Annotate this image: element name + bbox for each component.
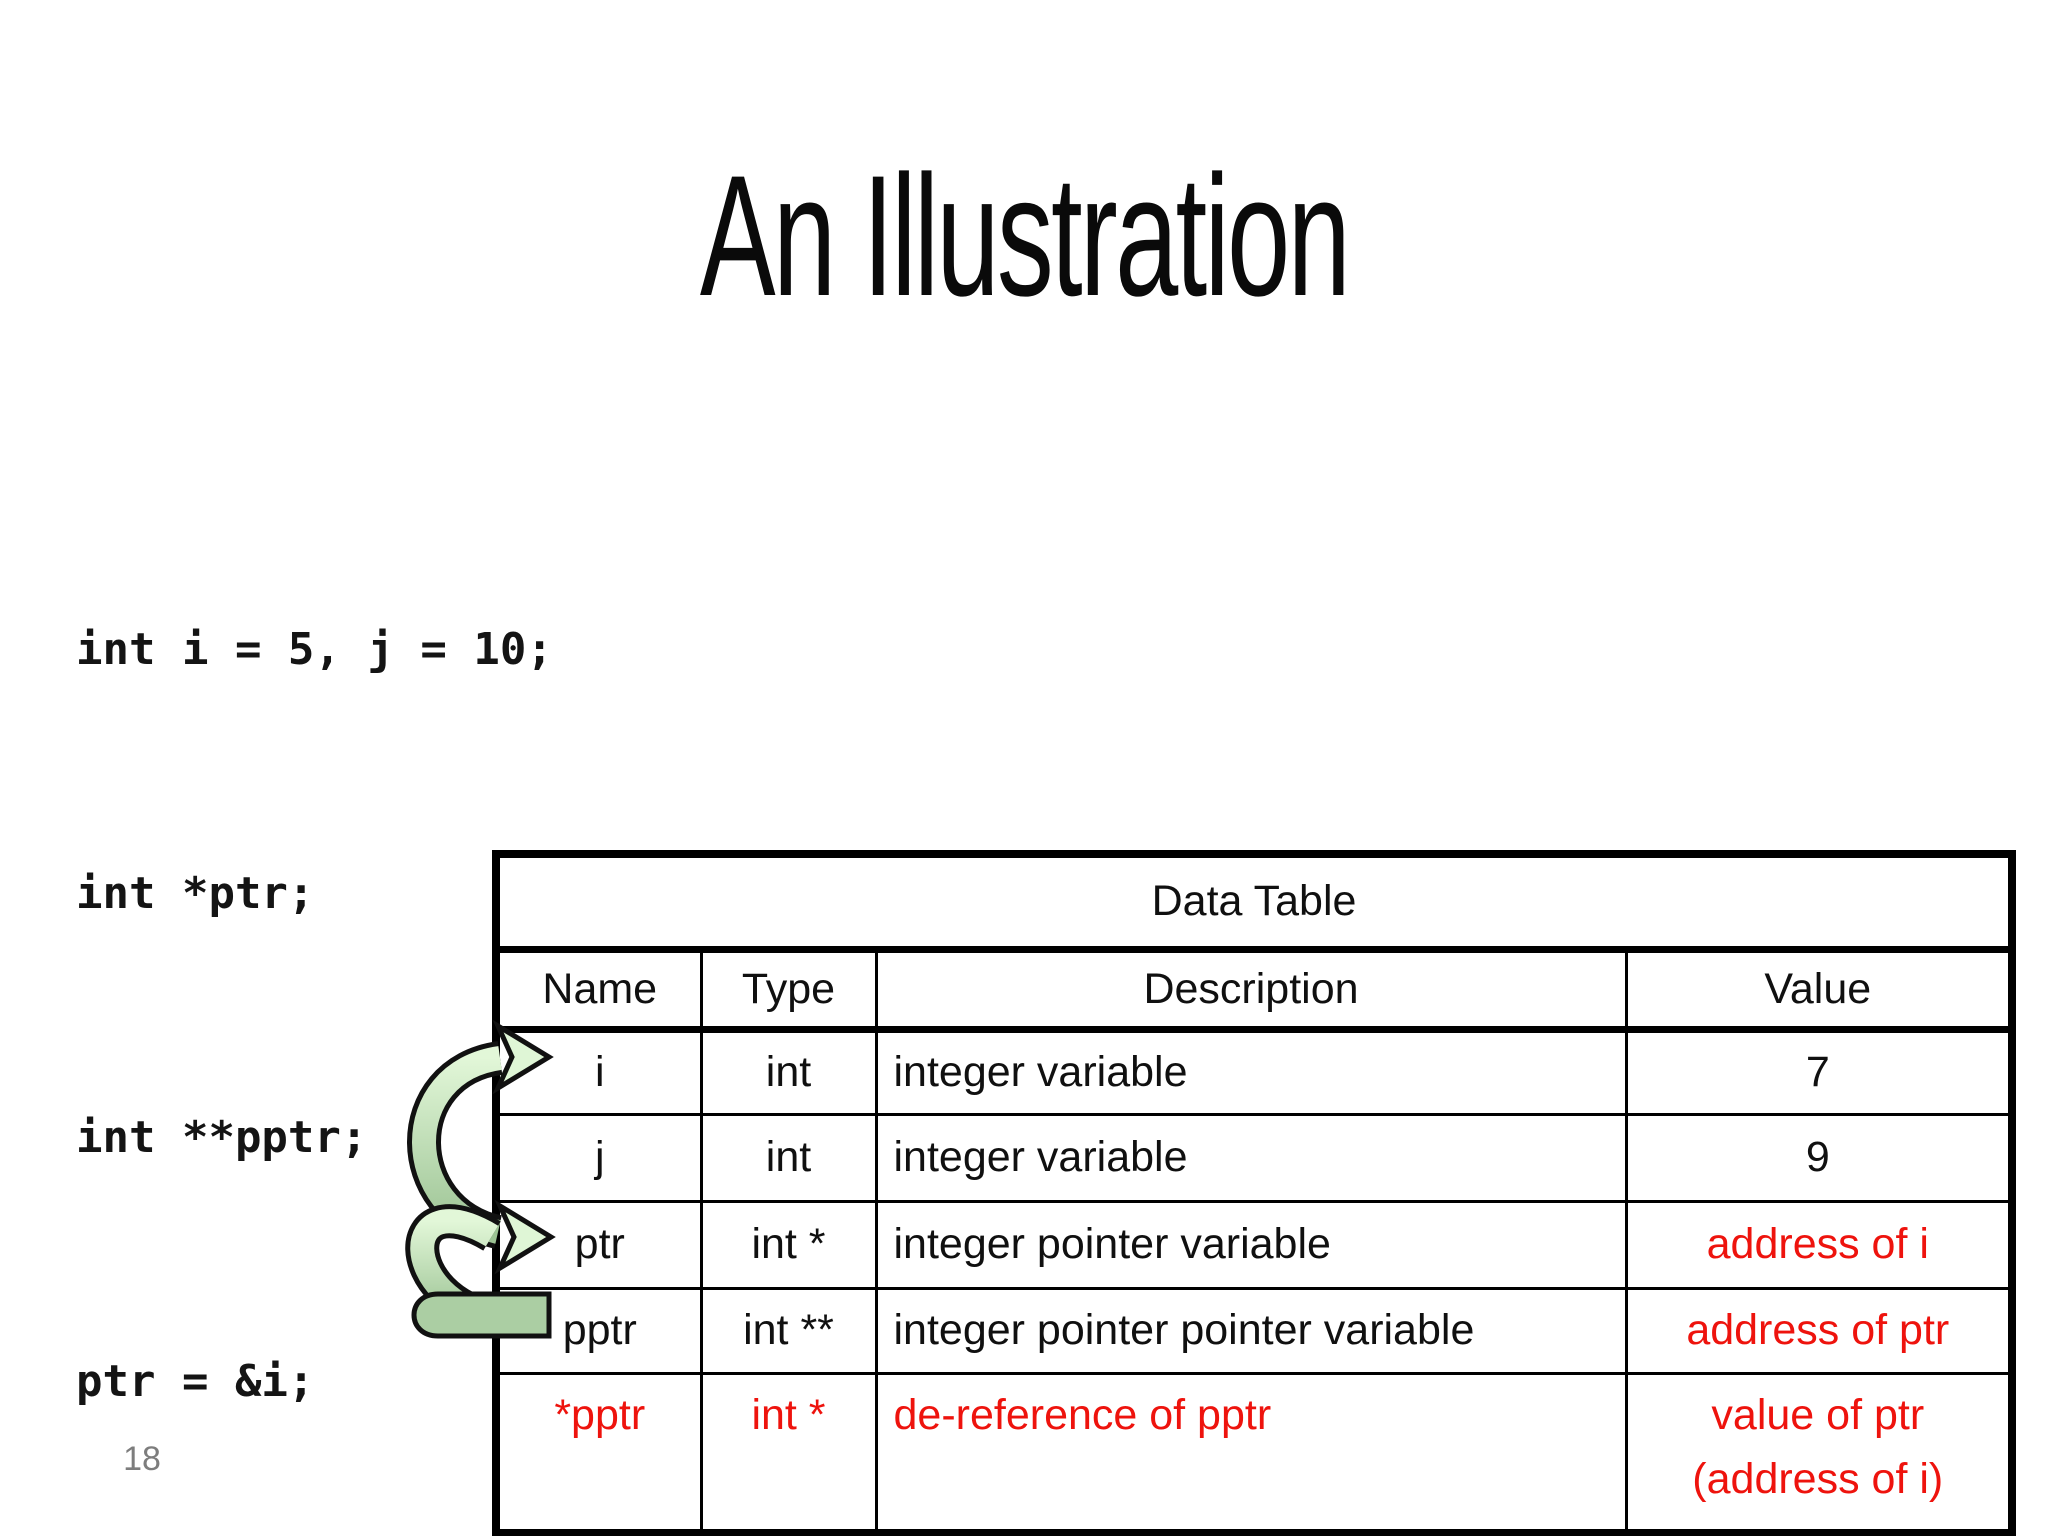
column-header-value: Value (1624, 947, 2014, 1033)
cell-description: integer pointer variable (874, 1199, 1628, 1290)
cell-type: int * (699, 1371, 878, 1535)
cell-description: de-reference of pptr (874, 1371, 1628, 1535)
page-title: An Illustration (699, 140, 1351, 332)
column-header-description: Description (874, 947, 1628, 1033)
code-line: int **pptr; (76, 1112, 368, 1164)
cell-value: address of i (1624, 1199, 2014, 1290)
code-line: int *ptr; (76, 868, 315, 920)
table-row: ptr int * integer pointer variable addre… (494, 1199, 2014, 1290)
cell-type: int * (699, 1199, 878, 1290)
cell-name: *pptr (494, 1371, 703, 1535)
column-header-name: Name (494, 947, 703, 1033)
cell-name: pptr (494, 1286, 703, 1375)
cell-value: 7 (1624, 1027, 2014, 1116)
cell-type: int ** (699, 1286, 878, 1375)
table-row: j int integer variable 9 (494, 1112, 2014, 1203)
table-title: Data Table (494, 852, 2014, 953)
code-line: ptr = &i; (76, 1356, 315, 1408)
cell-description: integer variable (874, 1112, 1628, 1203)
cell-type: int (699, 1027, 878, 1116)
cell-value: 9 (1624, 1112, 2014, 1203)
cell-name: ptr (494, 1199, 703, 1290)
cell-value: address of ptr (1624, 1286, 2014, 1375)
column-header-type: Type (699, 947, 878, 1033)
table-row: i int integer variable 7 (494, 1027, 2014, 1116)
table-row: pptr int ** integer pointer pointer vari… (494, 1286, 2014, 1375)
table-row: *pptr int * de-reference of pptr value o… (494, 1371, 2014, 1535)
cell-name: j (494, 1112, 703, 1203)
cell-name: i (494, 1027, 703, 1116)
cell-description: integer pointer pointer variable (874, 1286, 1628, 1375)
code-block: int i = 5, j = 10; int *ptr; int **pptr;… (76, 446, 553, 1536)
code-line: int i = 5, j = 10; (76, 623, 553, 675)
cell-type: int (699, 1112, 878, 1203)
data-table: Data Table Name Type Description Value i… (492, 850, 2017, 1536)
cell-value: value of ptr (address of i) (1624, 1371, 2014, 1535)
page-number: 18 (123, 1440, 161, 1478)
cell-description: integer variable (874, 1027, 1628, 1116)
